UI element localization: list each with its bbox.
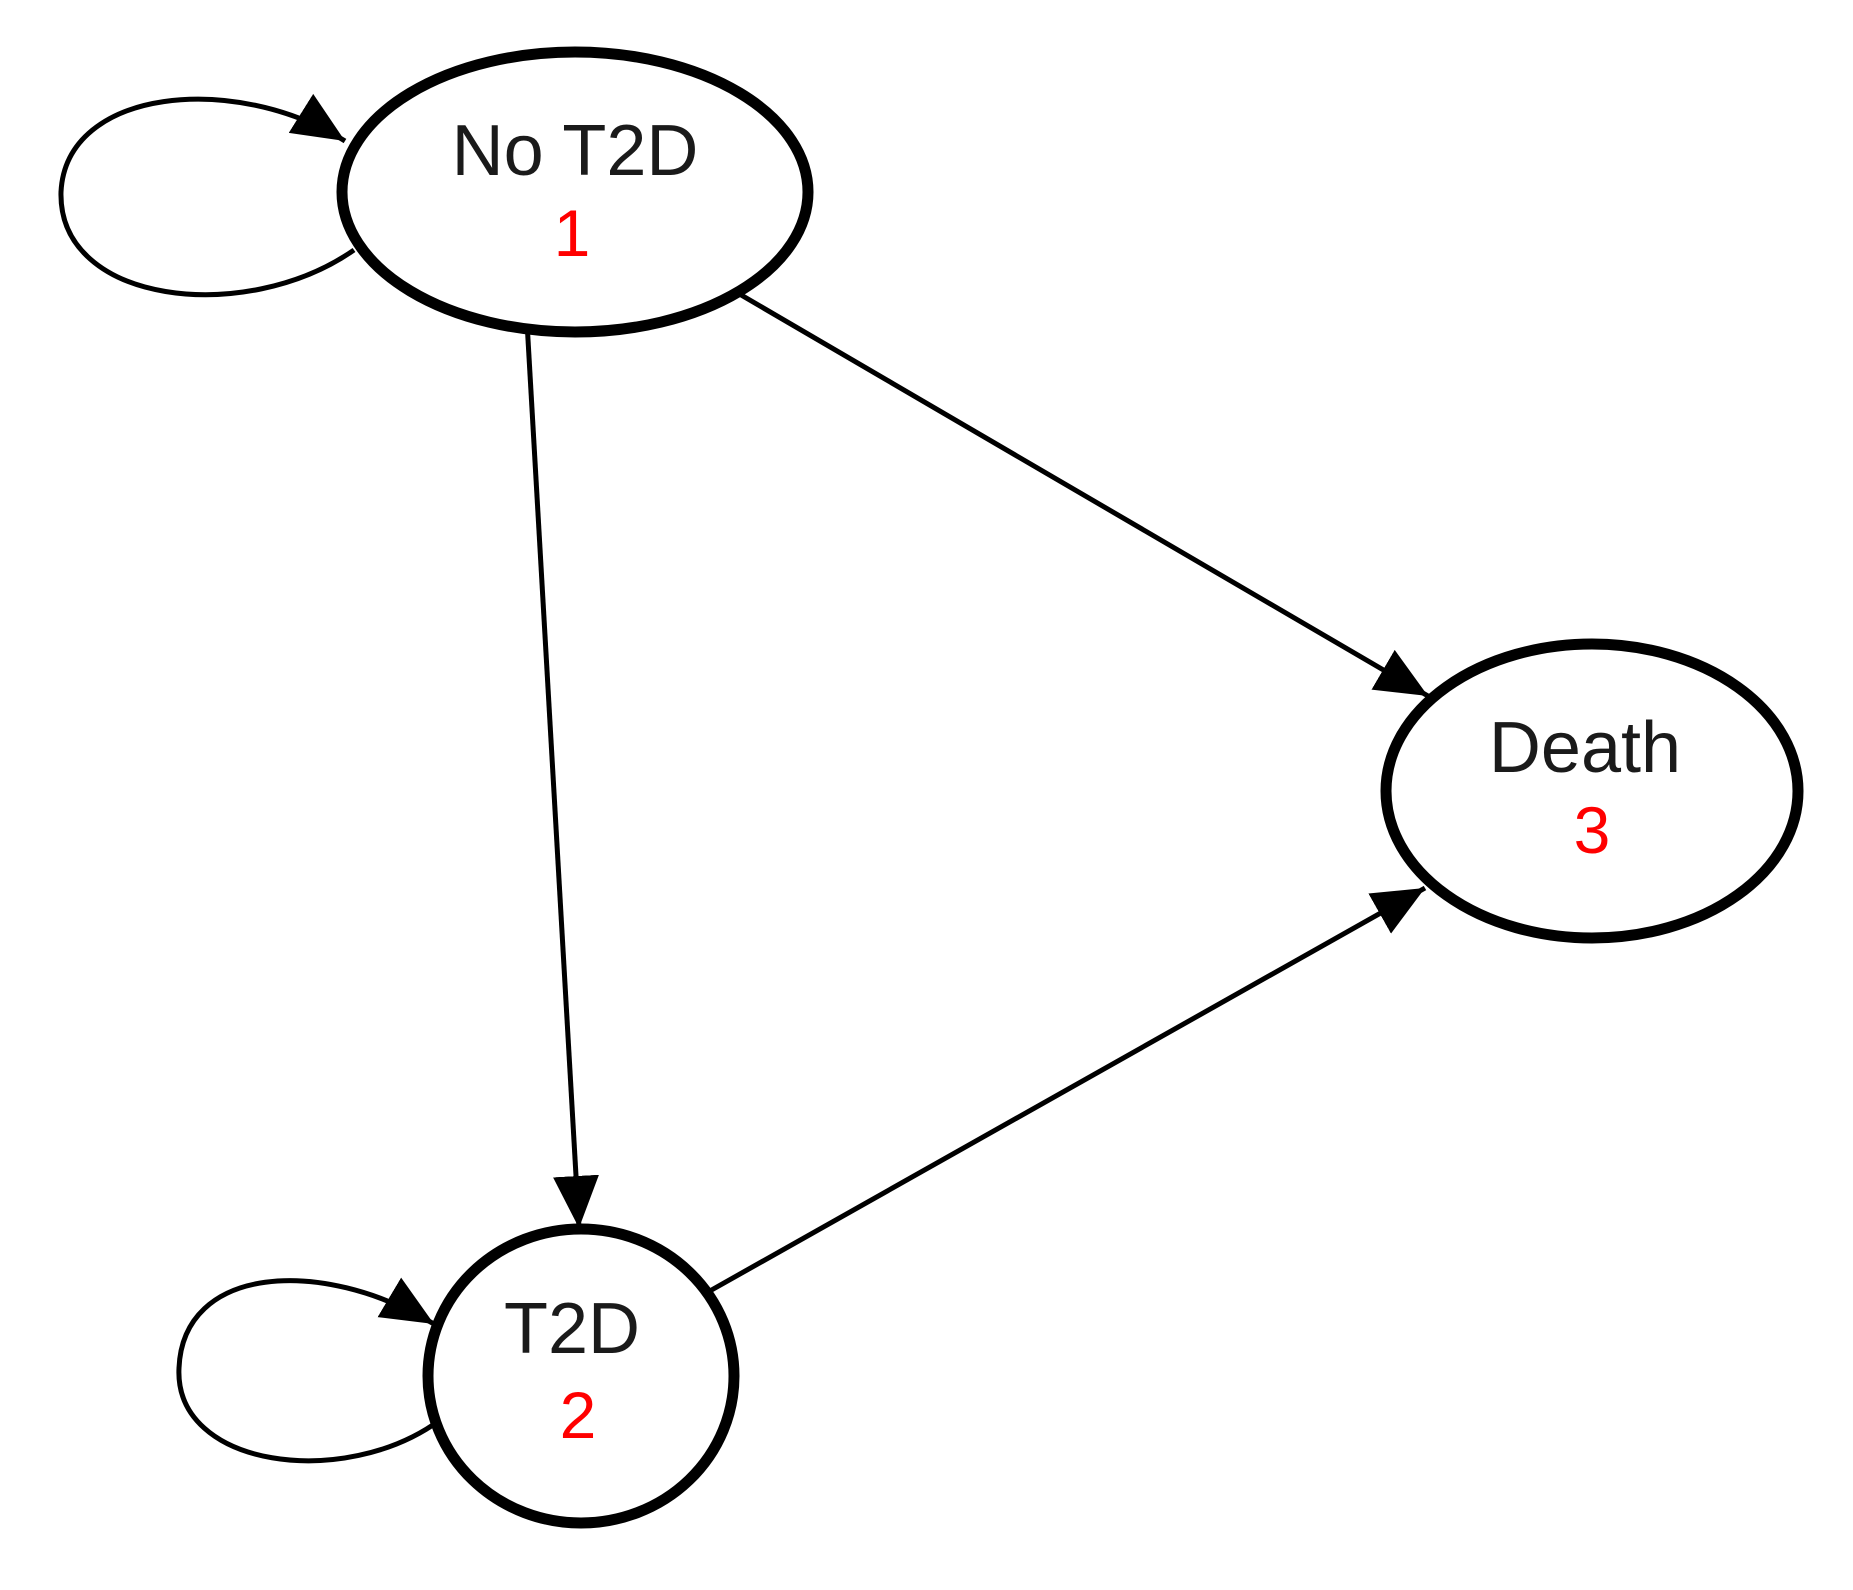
node-death-label: Death [1489, 708, 1681, 788]
node-t2d: T2D 2 [422, 1223, 740, 1529]
edge-t2d-to-death [706, 885, 1427, 1295]
node-t2d-label: T2D [504, 1289, 640, 1369]
node-death-shape [1380, 638, 1804, 944]
node-t2d-number: 2 [560, 1378, 597, 1452]
node-t2d-shape [422, 1223, 740, 1529]
edge-no-t2d-self-loop [58, 93, 356, 298]
edge-t2d-self-loop [176, 1277, 442, 1464]
edge-no-t2d-to-t2d [524, 321, 599, 1229]
node-death-number: 3 [1574, 793, 1611, 867]
node-no-t2d-number: 1 [554, 196, 591, 270]
node-no-t2d: No T2D 1 [336, 46, 814, 338]
node-no-t2d-shape [336, 46, 814, 338]
node-death: Death 3 [1380, 638, 1804, 944]
edges [58, 93, 1430, 1464]
node-no-t2d-label: No T2D [452, 111, 699, 191]
edge-no-t2d-to-death [734, 289, 1430, 699]
